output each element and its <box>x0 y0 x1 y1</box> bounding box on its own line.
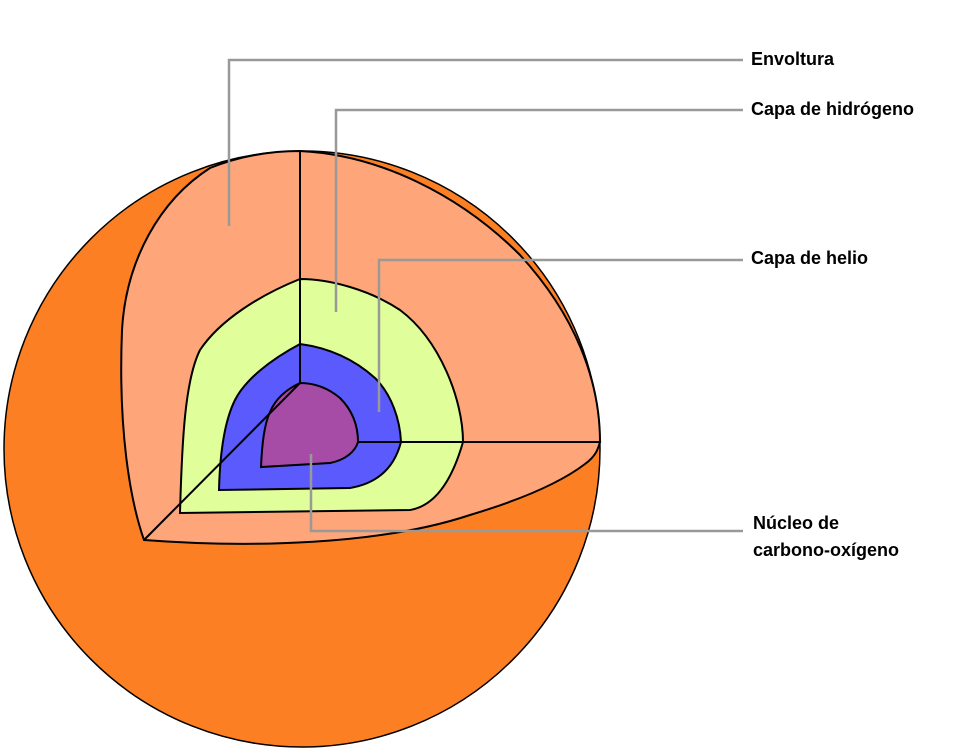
label-envelope: Envoltura <box>751 49 835 69</box>
label-core: Núcleo de carbono-oxígeno <box>753 510 899 564</box>
leader-core <box>309 454 743 533</box>
leader-envelope <box>227 58 743 226</box>
label-core-line2: carbono-oxígeno <box>753 540 900 560</box>
label-helium-layer: Capa de helio <box>751 248 869 268</box>
cut-edge-diagonal <box>143 382 301 541</box>
leader-helium <box>377 258 743 412</box>
label-core-line1: Núcleo de <box>753 513 840 533</box>
carbon-oxygen-core <box>259 381 360 469</box>
leader-hydrogen <box>334 108 743 312</box>
label-hydrogen-layer: Capa de hidrógeno <box>751 99 915 119</box>
